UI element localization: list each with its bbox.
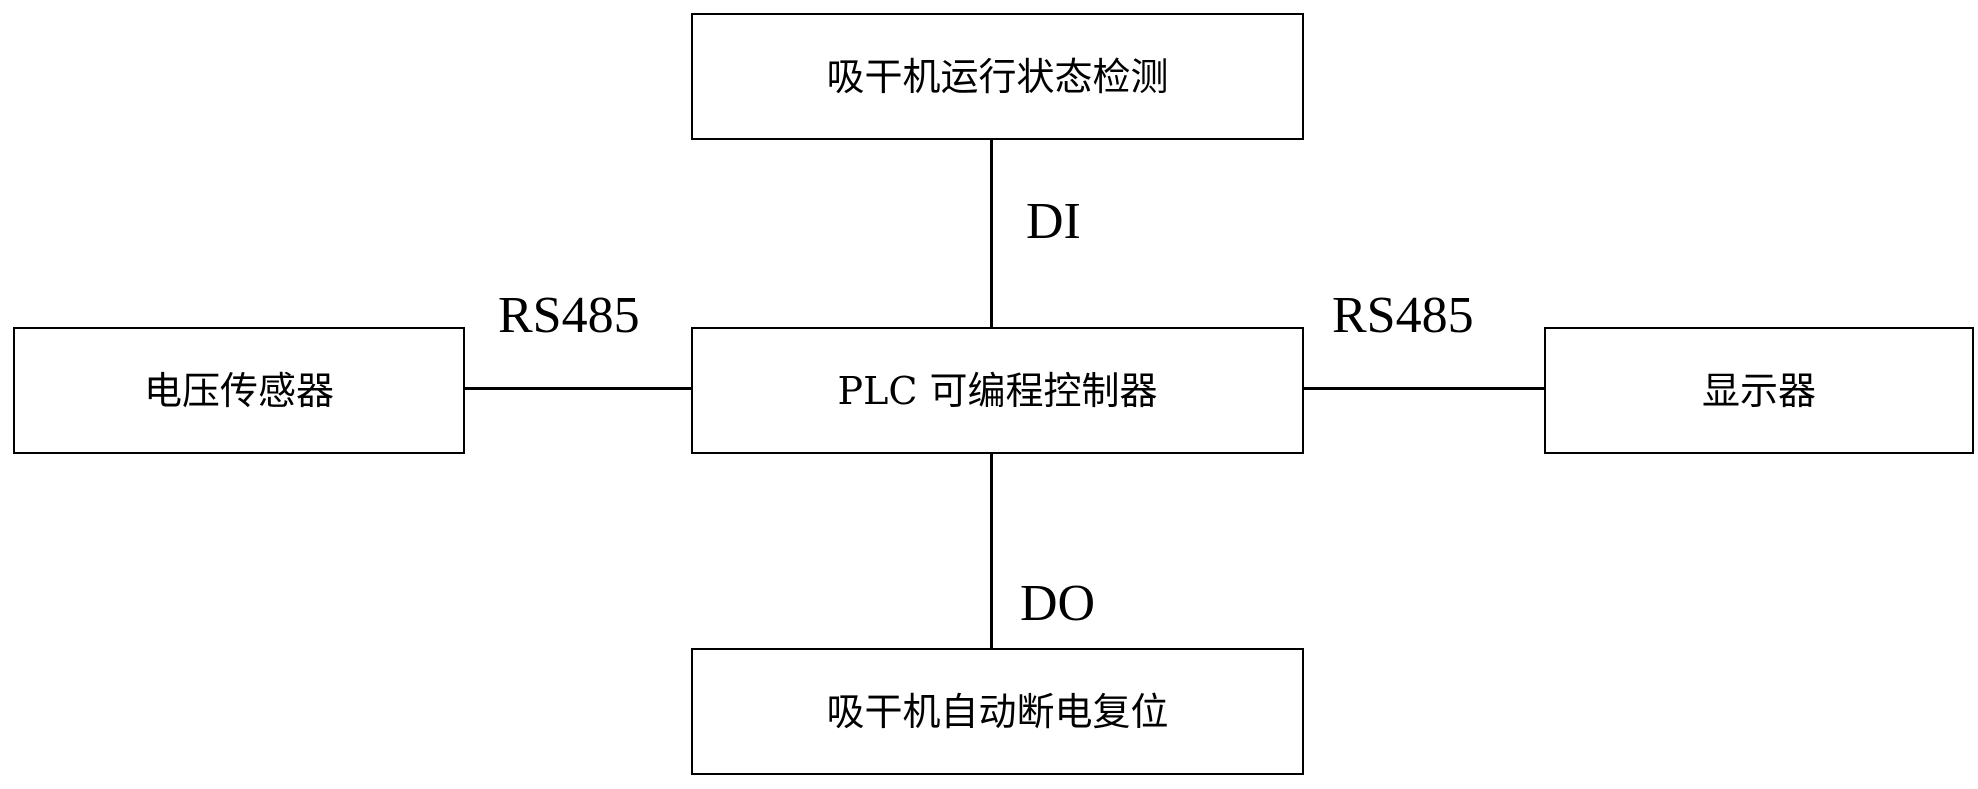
connector-label-di: DI (1026, 193, 1081, 250)
connector-label-do: DO (1020, 575, 1096, 632)
connector-sensor-to-plc (465, 387, 691, 390)
connector-plc-to-display (1304, 387, 1544, 390)
node-dryer-status-detection: 吸干机运行状态检测 (691, 13, 1304, 140)
node-label: 显示器 (1701, 368, 1816, 413)
connector-status-to-plc (990, 140, 993, 327)
connector-label-rs485-left: RS485 (498, 287, 640, 344)
node-label: 电压传感器 (143, 368, 334, 413)
node-voltage-sensor: 电压传感器 (13, 327, 465, 454)
connector-plc-to-reset (990, 454, 993, 648)
node-label: 吸干机运行状态检测 (826, 54, 1169, 99)
node-label: PLC 可编程控制器 (837, 368, 1158, 413)
node-label: 吸干机自动断电复位 (826, 689, 1169, 734)
connector-label-rs485-right: RS485 (1332, 287, 1474, 344)
node-plc-controller: PLC 可编程控制器 (691, 327, 1304, 454)
node-dryer-auto-power-off-reset: 吸干机自动断电复位 (691, 648, 1304, 775)
node-display: 显示器 (1544, 327, 1974, 454)
